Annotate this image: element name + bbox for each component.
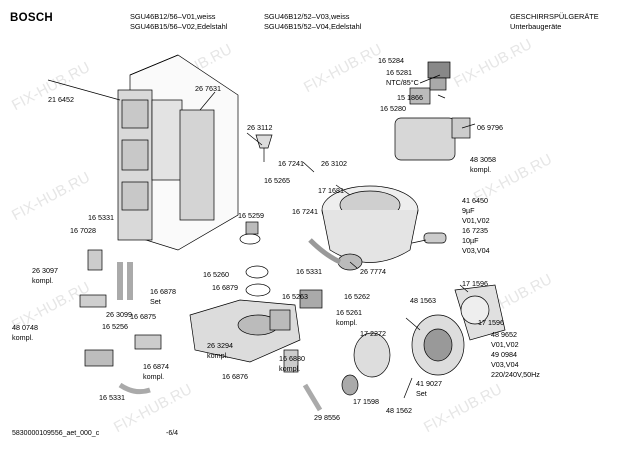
part-label: 26 3097: [32, 266, 58, 275]
part-label: 16 5262: [344, 292, 370, 301]
part-label: kompl.: [279, 364, 301, 373]
part-label: 16 5259: [238, 211, 264, 220]
part-label: 16 7241: [278, 159, 304, 168]
part-label: 16 5265: [264, 176, 290, 185]
part-label: V01,V02: [462, 216, 490, 225]
document-id: 5830000109556_aet_000_c: [12, 430, 100, 437]
part-label: 48 1562: [386, 406, 412, 415]
part-label: kompl.: [336, 318, 358, 327]
part-label: 16 5261: [336, 308, 362, 317]
part-label: 06 9796: [477, 123, 503, 132]
part-label: 10µF: [462, 236, 479, 245]
part-label: kompl.: [143, 372, 165, 381]
part-label: Set: [416, 389, 427, 398]
part-label: 16 5263: [282, 292, 308, 301]
part-label: 16 5260: [203, 270, 229, 279]
part-label: 17 1598: [353, 397, 379, 406]
part-label: 16 5331: [296, 267, 322, 276]
part-label: 48 1563: [410, 296, 436, 305]
part-label: 17 1596: [478, 318, 504, 327]
part-label: 26 7774: [360, 267, 386, 276]
part-label: 48 0748: [12, 323, 38, 332]
part-label: 9µF: [462, 206, 475, 215]
part-label: 21 6452: [48, 95, 74, 104]
part-label: 41 6450: [462, 196, 488, 205]
part-label: 220/240V,50Hz: [491, 370, 540, 379]
part-label: 16 7235: [462, 226, 488, 235]
model-line: SGU46B12/52–V03,weiss: [264, 12, 350, 21]
part-label: 16 5256: [102, 322, 128, 331]
part-label: V01,V02: [491, 340, 519, 349]
part-label: 16 6874: [143, 362, 169, 371]
part-label: 26 3102: [321, 159, 347, 168]
part-label: 16 5280: [380, 104, 406, 113]
part-label: kompl.: [207, 351, 229, 360]
part-label: 17 2272: [360, 329, 386, 338]
part-label: 16 5284: [378, 56, 404, 65]
model-line: SGU46B15/56–V02,Edelstahl: [130, 21, 228, 31]
part-label: 16 7241: [292, 207, 318, 216]
part-label: 17 1596: [462, 279, 488, 288]
category-line: GESCHIRRSPÜLGERÄTE: [510, 12, 599, 21]
part-label: NTC/85°C: [386, 78, 419, 87]
part-label: 26 3099: [106, 310, 132, 319]
brand-logo: BOSCH: [10, 12, 54, 24]
part-label: 16 5331: [88, 213, 114, 222]
part-label: 41 9027: [416, 379, 442, 388]
part-label: 15 1866: [397, 93, 423, 102]
part-label: 26 7631: [195, 84, 221, 93]
part-label: kompl.: [470, 165, 492, 174]
part-label: kompl.: [12, 333, 34, 342]
part-label: Set: [150, 297, 161, 306]
part-label: 26 3112: [247, 123, 273, 132]
part-label: 16 5331: [99, 393, 125, 402]
model-list-2: SGU46B12/52–V03,weiss SGU46B15/52–V04,Ed…: [264, 12, 361, 31]
part-label: V03,V04: [462, 246, 490, 255]
category-line: Unterbaugeräte: [510, 21, 562, 31]
part-label: kompl.: [32, 276, 54, 285]
part-label: 16 6876: [222, 372, 248, 381]
part-label: 16 6880: [279, 354, 305, 363]
category-title: GESCHIRRSPÜLGERÄTE Unterbaugeräte: [510, 12, 599, 31]
part-label: 49 0984: [491, 350, 517, 359]
part-label: 17 1681: [318, 186, 344, 195]
part-label: 29 8556: [314, 413, 340, 422]
part-label: 26 3294: [207, 341, 233, 350]
model-list-1: SGU46B12/56–V01,weiss SGU46B15/56–V02,Ed…: [130, 12, 227, 31]
part-label: 16 5281: [386, 68, 412, 77]
part-label: V03,V04: [491, 360, 519, 369]
part-label: 48 9652: [491, 330, 517, 339]
part-label: 16 6879: [212, 283, 238, 292]
model-line: SGU46B12/56–V01,weiss: [130, 12, 216, 21]
part-label: 16 6878: [150, 287, 176, 296]
page-number: -6/4: [166, 430, 179, 437]
part-label: 48 3058: [470, 155, 496, 164]
model-line: SGU46B15/52–V04,Edelstahl: [264, 21, 362, 31]
part-label: 16 6875: [130, 312, 156, 321]
part-label: 16 7028: [70, 226, 96, 235]
